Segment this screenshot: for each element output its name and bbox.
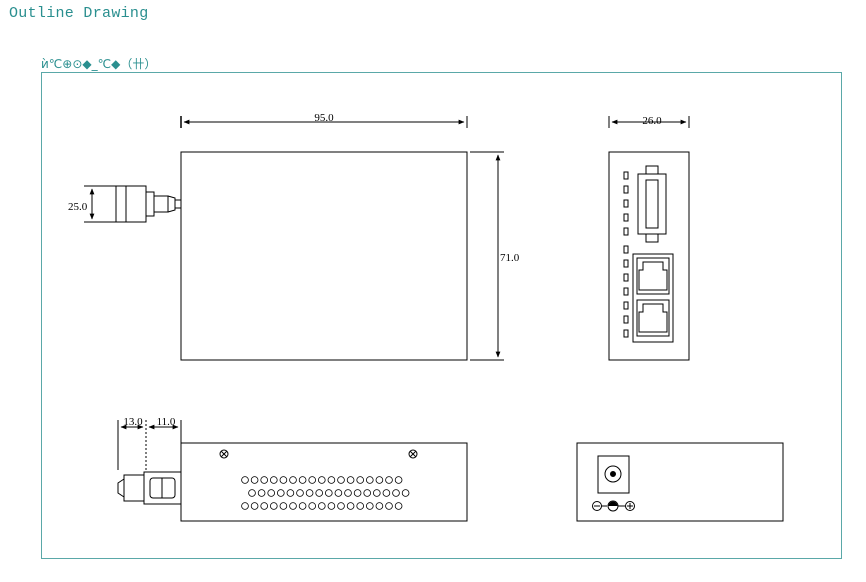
vent-hole [315,489,324,497]
vent-hole [334,489,343,497]
top-view-body [180,151,468,361]
vent-hole [305,489,314,497]
vent-hole [385,476,393,484]
vent-hole [279,476,288,484]
vent-hole [286,489,295,497]
dim-bottom-connector-2: 11.0 [157,416,176,428]
vent-hole [308,502,317,510]
vent-hole [276,489,285,497]
dim-top-height: 71.0 [500,252,520,264]
fiber-port-front [637,165,667,243]
vent-hole [344,489,352,497]
vent-hole [269,476,278,484]
vent-hole [289,502,297,510]
vent-hole [260,502,269,510]
vent-hole [241,502,249,510]
vent-hole [337,502,345,510]
vent-hole [363,489,372,497]
vent-hole [267,489,276,497]
vent-hole [248,489,256,497]
drawing-frame [41,72,842,559]
vent-hole [356,476,365,484]
led-column [623,171,629,338]
drawing-subtitle: ѝ℃⊕⊙◆_℃◆（卄） [41,57,157,71]
dim-side-width: 26.0 [642,115,662,127]
vent-hole [257,489,266,497]
dim-top-width: 95.0 [314,112,334,124]
side-view [608,116,690,361]
vent-hole [392,489,400,497]
vent-hole [327,502,336,510]
vent-hole [382,489,391,497]
vent-hole [375,502,384,510]
vent-hole [269,502,278,510]
page-title: Outline Drawing [9,5,149,22]
vent-hole [365,502,374,510]
vent-hole [250,502,259,510]
vent-hole [324,489,333,497]
dc-jack [597,455,630,494]
vent-hole [317,476,326,484]
vent-hole [250,476,259,484]
vent-hole [289,476,297,484]
top-view [84,116,504,361]
vent-hole [337,476,345,484]
bottom-view [117,420,468,522]
vent-hole [241,476,249,484]
polarity-icon [592,500,635,512]
vent-hole [298,476,307,484]
vent-hole [296,489,304,497]
vent-hole [372,489,381,497]
vent-hole [346,502,355,510]
vent-hole [327,476,336,484]
vent-hole [401,489,410,497]
vent-hole [356,502,365,510]
vent-hole [260,476,269,484]
vent-hole [317,502,326,510]
vent-hole [365,476,374,484]
dim-connector-height: 25.0 [68,201,88,213]
vent-hole [298,502,307,510]
vent-hole [385,502,393,510]
rj45-ports [632,253,674,343]
power-view-body [576,442,784,522]
vent-hole [394,476,403,484]
vent-hole [353,489,362,497]
vent-hole [346,476,355,484]
vent-hole [394,502,403,510]
vent-hole [279,502,288,510]
dim-bottom-connector-1: 13.0 [123,416,143,428]
power-view [576,442,784,522]
vent-holes [241,476,410,510]
vent-hole [308,476,317,484]
vent-hole [375,476,384,484]
fiber-connector-body [115,185,147,223]
side-view-body [608,151,690,361]
